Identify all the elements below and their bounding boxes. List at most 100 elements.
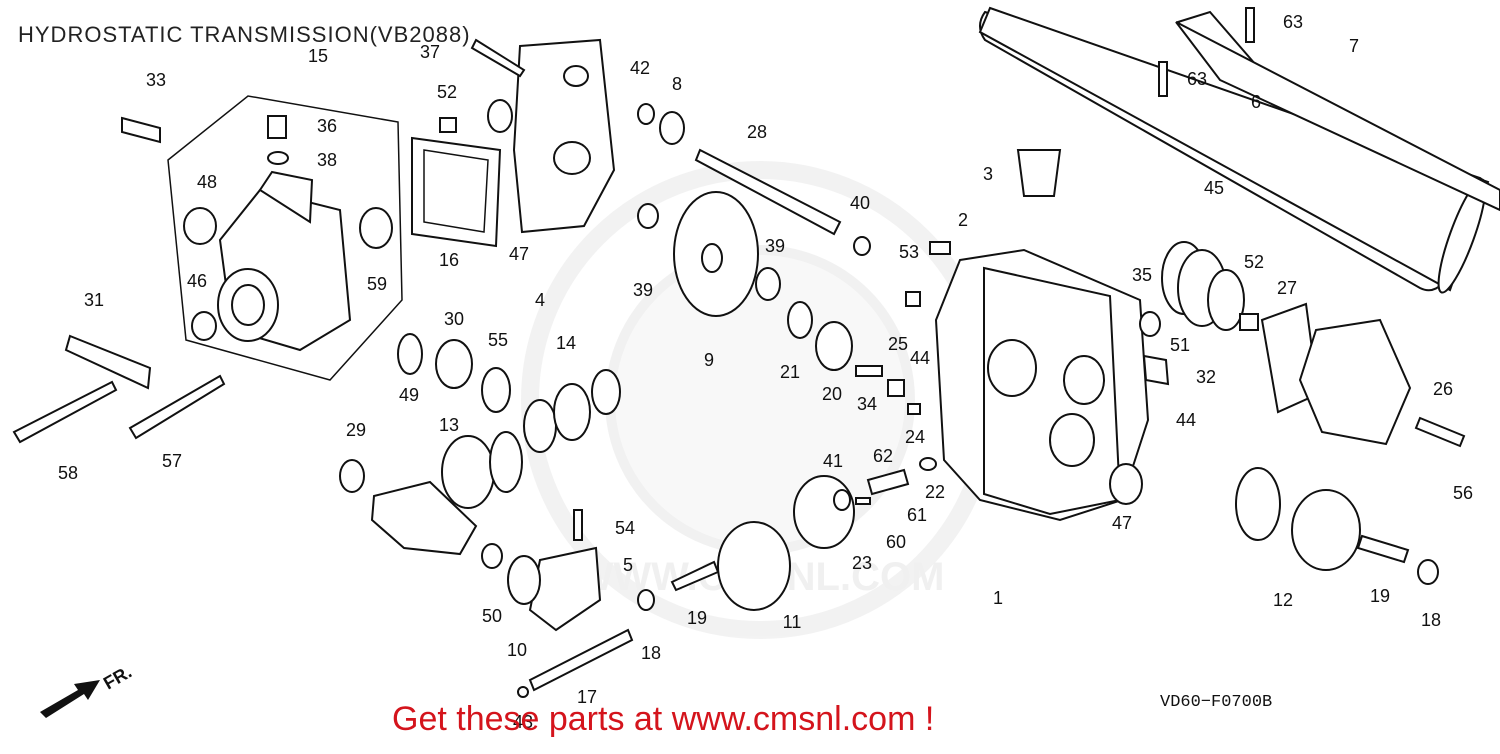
washer-41 <box>833 489 851 511</box>
callout-13: 13 <box>439 415 459 435</box>
block-25 <box>887 379 905 397</box>
callout-5: 5 <box>623 555 633 575</box>
callout-15: 15 <box>308 46 328 66</box>
callout-46: 46 <box>187 271 207 291</box>
shaft-17 <box>528 628 634 692</box>
bearing-30 <box>435 339 473 389</box>
pin-23 <box>855 497 871 505</box>
piston-18-b <box>1417 559 1439 585</box>
callout-52: 52 <box>437 82 457 102</box>
callout-39: 39 <box>765 236 785 256</box>
stud-33 <box>121 116 161 144</box>
callout-9: 9 <box>704 350 714 370</box>
front-arrow-icon <box>40 680 100 718</box>
washer-39-a <box>637 203 659 229</box>
pin-52-a <box>439 117 457 133</box>
callout-17: 17 <box>577 687 597 707</box>
bolt-34 <box>855 365 883 377</box>
piston-18-a <box>637 589 655 611</box>
washer-45-b <box>1207 269 1245 331</box>
pin-63-b <box>1158 61 1168 97</box>
callout-58: 58 <box>58 463 78 483</box>
key-43 <box>517 686 529 698</box>
gasket-16 <box>411 136 502 248</box>
spring-19-b <box>1356 534 1410 564</box>
callout-21: 21 <box>780 362 800 382</box>
filter-20 <box>815 321 853 371</box>
callout-23: 23 <box>852 553 872 573</box>
bolt-57 <box>128 374 226 440</box>
callout-59: 59 <box>367 274 387 294</box>
callout-63: 63 <box>1187 69 1207 89</box>
callout-39: 39 <box>633 280 653 300</box>
callout-29: 29 <box>346 420 366 440</box>
callout-47: 47 <box>509 244 529 264</box>
housing-15 <box>167 95 403 381</box>
ring-13 <box>441 435 495 509</box>
shaft-28 <box>694 148 842 236</box>
callout-25: 25 <box>888 334 908 354</box>
callout-labels: 1234567891011121314151617181819192021222… <box>58 12 1473 732</box>
callout-60: 60 <box>886 532 906 552</box>
seal-46 <box>191 311 217 341</box>
seal-29 <box>339 459 365 493</box>
callout-54: 54 <box>615 518 635 538</box>
plate-11 <box>793 475 855 549</box>
callout-4: 4 <box>535 290 545 310</box>
callout-1: 1 <box>993 588 1003 608</box>
bolt-35 <box>1139 311 1161 337</box>
callout-52: 52 <box>1244 252 1264 272</box>
callout-62: 62 <box>873 446 893 466</box>
bolt-56 <box>1414 416 1466 448</box>
callout-18: 18 <box>1421 610 1441 630</box>
callout-51: 51 <box>1170 335 1190 355</box>
callout-30: 30 <box>444 309 464 329</box>
plug-22 <box>919 457 937 471</box>
callout-42: 42 <box>630 58 650 78</box>
callout-36: 36 <box>317 116 337 136</box>
cover-4 <box>512 38 616 234</box>
washer-42 <box>637 103 655 125</box>
front-arrow-label: FR. <box>100 662 135 694</box>
callout-7: 7 <box>1349 36 1359 56</box>
callout-10: 10 <box>507 640 527 660</box>
bolt-58 <box>12 380 118 444</box>
callout-28: 28 <box>747 122 767 142</box>
callout-38: 38 <box>317 150 337 170</box>
bolt-36 <box>267 115 287 139</box>
callout-48: 48 <box>197 172 217 192</box>
callout-24: 24 <box>905 427 925 447</box>
washer-14-b <box>591 369 621 415</box>
circlip-13 <box>489 431 523 493</box>
nut-44-a <box>905 291 921 307</box>
callout-32: 32 <box>1196 367 1216 387</box>
callout-19: 19 <box>687 608 707 628</box>
callout-6: 6 <box>1251 92 1261 112</box>
callout-8: 8 <box>672 74 682 94</box>
arm-31 <box>64 334 152 390</box>
seal-47-a <box>487 99 513 133</box>
callout-11: 11 <box>783 612 802 632</box>
nut-40 <box>853 236 871 256</box>
pin-53 <box>929 241 951 255</box>
plate-32 <box>1142 354 1170 386</box>
bearing-59 <box>359 207 393 249</box>
shaft-7 <box>1175 10 1500 212</box>
seal-48 <box>183 207 217 245</box>
clip-21 <box>787 301 813 339</box>
promo-link-text[interactable]: Get these parts at www.cmsnl.com ! <box>392 700 935 738</box>
callout-2: 2 <box>958 210 968 230</box>
ring-10 <box>507 555 541 605</box>
callout-61: 61 <box>907 505 927 525</box>
valve-62 <box>866 468 910 496</box>
callout-26: 26 <box>1433 379 1453 399</box>
callout-63: 63 <box>1283 12 1303 32</box>
drawing-code: VD60−F0700B <box>1160 693 1273 712</box>
callout-47: 47 <box>1112 513 1132 533</box>
case-1 <box>934 248 1150 522</box>
callout-12: 12 <box>1273 590 1293 610</box>
callout-53: 53 <box>899 242 919 262</box>
cover-26 <box>1298 318 1412 446</box>
pin-63-a <box>1245 7 1255 43</box>
